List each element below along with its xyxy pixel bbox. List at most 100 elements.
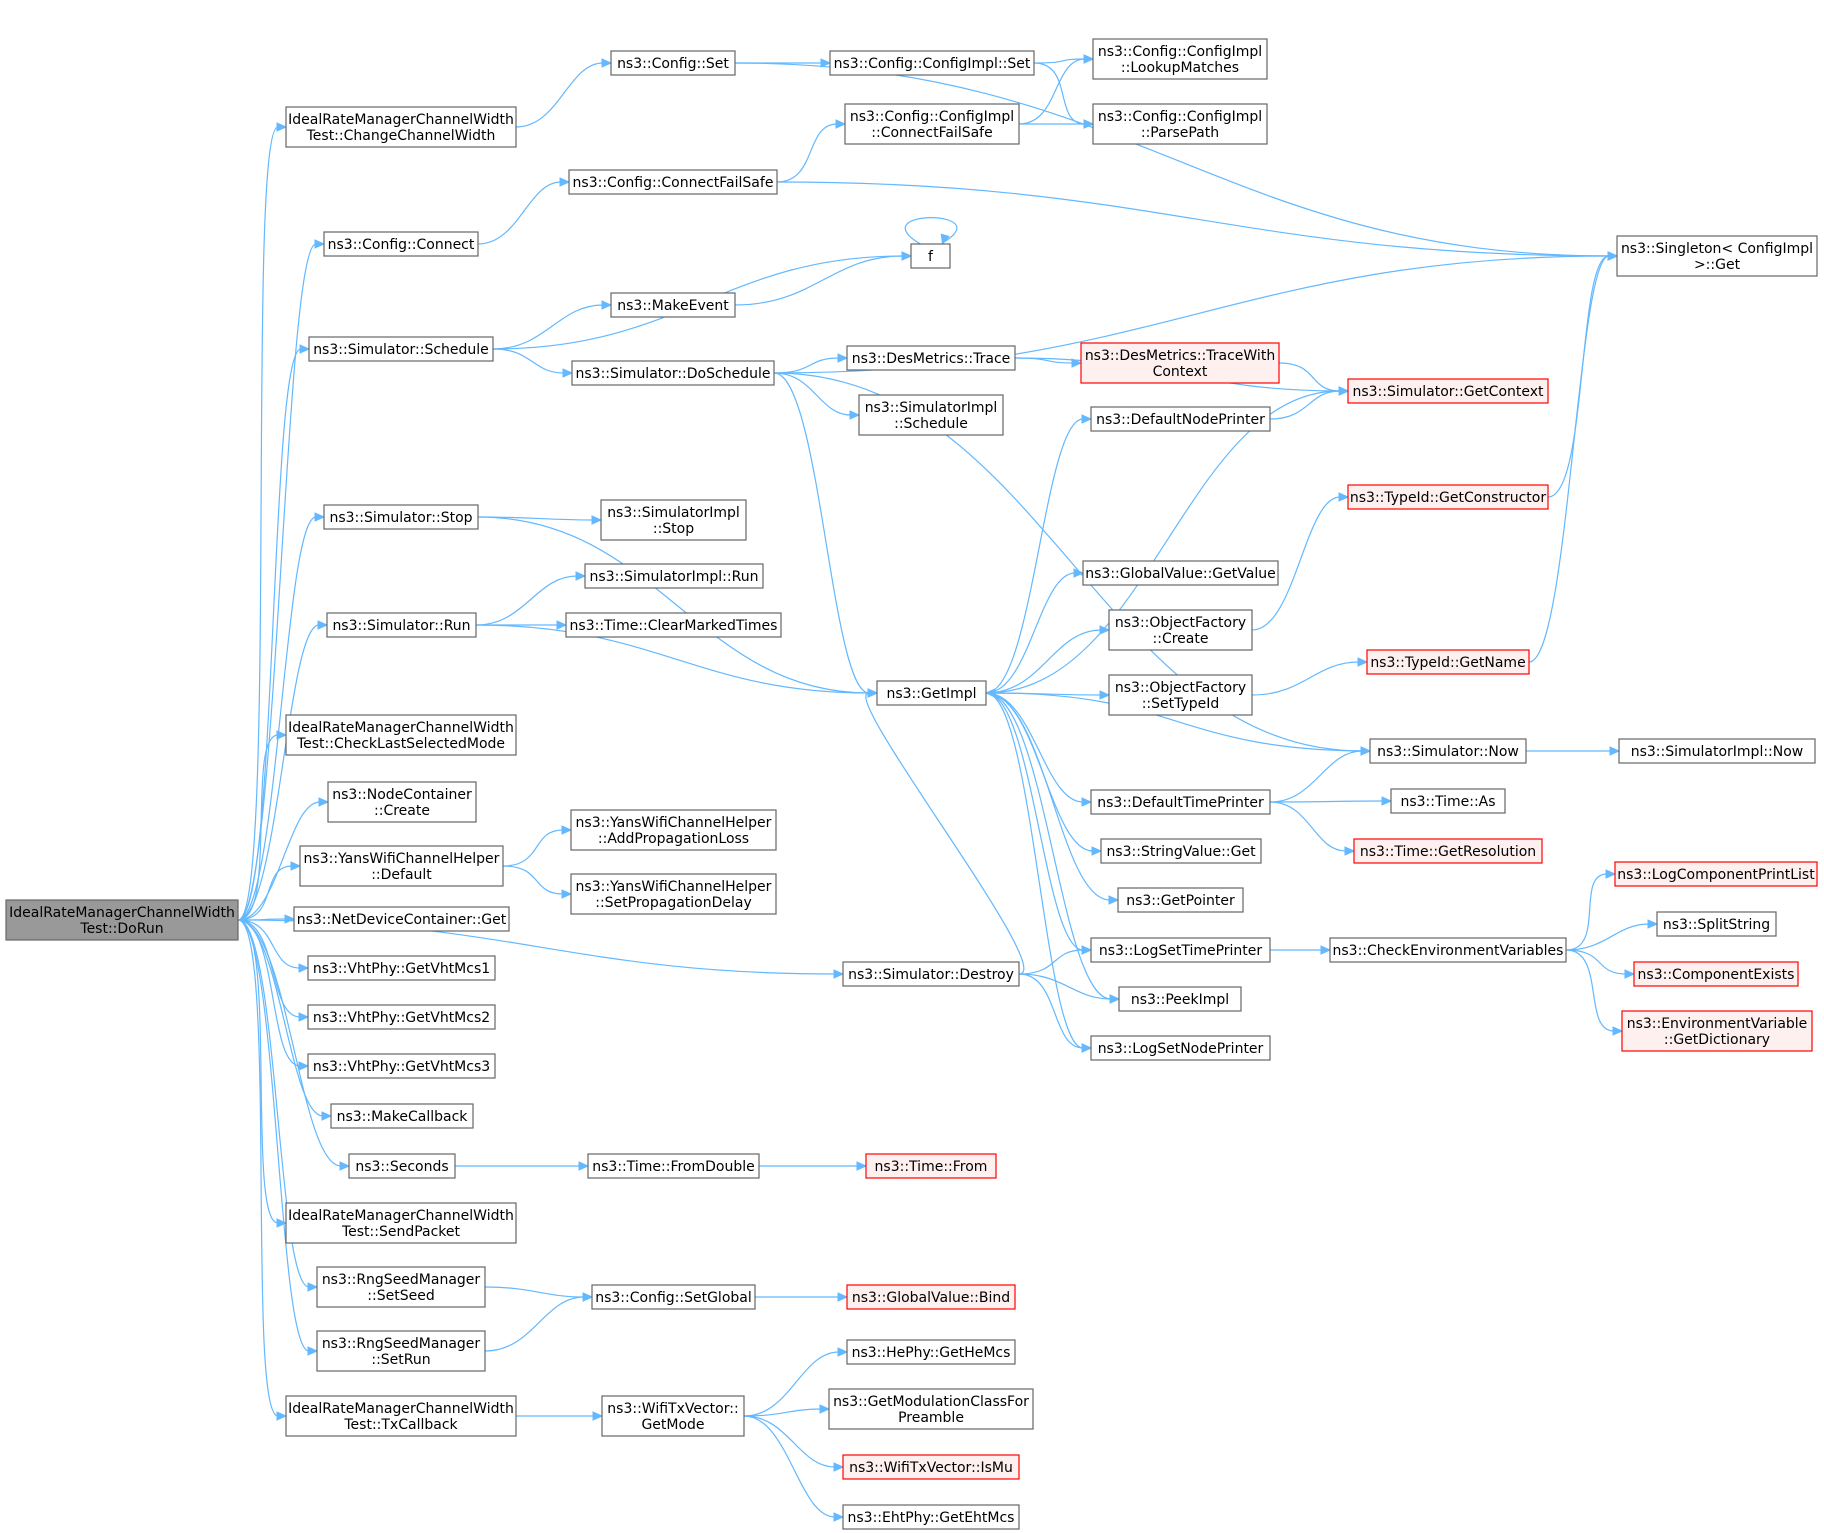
node-ncCreate[interactable]: ns3::NodeContainer::Create (327, 781, 477, 823)
node-getContext[interactable]: ns3::Simulator::GetContext (1347, 378, 1549, 404)
node-compExists[interactable]: ns3::ComponentExists (1633, 961, 1799, 987)
node-cfgConnect[interactable]: ns3::Config::Connect (323, 231, 479, 257)
node-gvGetValue[interactable]: ns3::GlobalValue::GetValue (1082, 560, 1279, 586)
node-logSetTime[interactable]: ns3::LogSetTimePrinter (1090, 937, 1271, 963)
node-yansAddProp[interactable]: ns3::YansWifiChannelHelper::AddPropagati… (570, 809, 777, 851)
node-box (846, 345, 1016, 371)
node-yansSetProp[interactable]: ns3::YansWifiChannelHelper::SetPropagati… (570, 873, 777, 915)
node-simNow[interactable]: ns3::Simulator::Now (1369, 738, 1527, 764)
node-gvBind[interactable]: ns3::GlobalValue::Bind (846, 1284, 1016, 1310)
node-ndcGet[interactable]: ns3::NetDeviceContainer::Get (293, 906, 510, 932)
node-label: ns3::Config::ConfigImpl (1098, 44, 1262, 60)
node-box (601, 1395, 745, 1437)
node-label: ::Stop (653, 521, 694, 537)
node-defNodePrinter[interactable]: ns3::DefaultNodePrinter (1090, 406, 1271, 432)
node-singleton[interactable]: ns3::Singleton< ConfigImpl >::Get (1616, 235, 1818, 277)
node-getName[interactable]: ns3::TypeId::GetName (1366, 649, 1530, 675)
node-cfgSetGlobal[interactable]: ns3::Config::SetGlobal (591, 1284, 756, 1310)
arrowhead (318, 797, 330, 807)
node-changeCW[interactable]: IdealRateManagerChannelWidthTest::Change… (285, 106, 517, 148)
node-simImplSchedule[interactable]: ns3::SimulatorImpl::Schedule (858, 394, 1004, 436)
edge-simStop-to-getImpl (477, 516, 870, 694)
node-peekImpl[interactable]: ns3::PeekImpl (1118, 986, 1242, 1012)
node-sendPacket[interactable]: IdealRateManagerChannelWidthTest::SendPa… (285, 1202, 517, 1244)
node-getCtor[interactable]: ns3::TypeId::GetConstructor (1347, 484, 1549, 510)
node-getMode[interactable]: ns3::WifiTxVector::GetMode (601, 1395, 745, 1437)
node-simSchedule[interactable]: ns3::Simulator::Schedule (308, 336, 494, 362)
node-checkEnv[interactable]: ns3::CheckEnvironmentVariables (1329, 937, 1567, 963)
arrowhead (1647, 919, 1659, 929)
edge-simDestroy-to-logSetTime (1018, 949, 1084, 975)
node-svGet[interactable]: ns3::StringValue::Get (1100, 838, 1262, 864)
node-parsePath[interactable]: ns3::Config::ConfigImpl::ParsePath (1092, 103, 1268, 145)
node-defTimePrinter[interactable]: ns3::DefaultTimePrinter (1090, 789, 1271, 815)
node-simImplStop[interactable]: ns3::SimulatorImpl::Stop (600, 499, 747, 541)
node-getRes[interactable]: ns3::Time::GetResolution (1353, 838, 1543, 864)
node-simRun[interactable]: ns3::Simulator::Run (326, 612, 477, 638)
node-clearMarked[interactable]: ns3::Time::ClearMarkedTimes (565, 612, 782, 638)
node-yansDefault[interactable]: ns3::YansWifiChannelHelper::Default (299, 845, 504, 887)
node-simDoSchedule[interactable]: ns3::Simulator::DoSchedule (571, 360, 775, 386)
node-setSeed[interactable]: ns3::RngSeedManager::SetSeed (316, 1266, 486, 1308)
node-logSetNode[interactable]: ns3::LogSetNodePrinter (1090, 1035, 1271, 1061)
node-label: ns3::GetModulationClassFor (833, 1394, 1029, 1410)
node-implConnectFS[interactable]: ns3::Config::ConfigImpl::ConnectFailSafe (844, 103, 1020, 145)
node-label: ns3::LogSetTimePrinter (1099, 943, 1263, 959)
node-splitString[interactable]: ns3::SplitString (1656, 911, 1777, 937)
node-isMu[interactable]: ns3::WifiTxVector::IsMu (842, 1454, 1020, 1480)
node-vht1[interactable]: ns3::VhtPhy::GetVhtMcs1 (307, 955, 496, 981)
node-checkLast[interactable]: IdealRateManagerChannelWidthTest::CheckL… (285, 714, 517, 756)
node-box (1118, 986, 1242, 1012)
node-makeEvent[interactable]: ns3::MakeEvent (610, 292, 736, 318)
edge-root-to-txCallback (237, 919, 279, 1417)
node-label: ::ConnectFailSafe (871, 125, 992, 141)
arrowhead (1605, 869, 1617, 879)
node-heMcs[interactable]: ns3::HePhy::GetHeMcs (846, 1339, 1016, 1365)
node-setRun[interactable]: ns3::RngSeedManager::SetRun (316, 1330, 486, 1372)
edge-simNow-to-getImpl (993, 692, 1371, 752)
node-label: ::Schedule (894, 416, 968, 432)
edge-cfgConnect-to-cfgConnectFS (477, 181, 562, 245)
node-timeFromDouble[interactable]: ns3::Time::FromDouble (587, 1153, 760, 1179)
node-cfgConnectFS[interactable]: ns3::Config::ConnectFailSafe (568, 169, 778, 195)
node-implSet[interactable]: ns3::Config::ConfigImpl::Set (829, 50, 1035, 76)
node-logCompList[interactable]: ns3::LogComponentPrintList (1614, 861, 1818, 887)
node-getPointer[interactable]: ns3::GetPointer (1117, 887, 1244, 913)
node-vht3[interactable]: ns3::VhtPhy::GetVhtMcs3 (307, 1053, 496, 1079)
node-simImplRun[interactable]: ns3::SimulatorImpl::Run (584, 563, 764, 589)
node-ehtMcs[interactable]: ns3::EhtPhy::GetEhtMcs (842, 1504, 1020, 1530)
node-timeFrom[interactable]: ns3::Time::From (865, 1153, 997, 1179)
edge-root-to-vht2 (237, 919, 301, 1018)
edge-f-to-f (904, 217, 958, 245)
node-ofCreate[interactable]: ns3::ObjectFactory::Create (1108, 609, 1253, 651)
node-desTrace[interactable]: ns3::DesMetrics::Trace (846, 345, 1016, 371)
node-label: ns3::Seconds (355, 1159, 448, 1175)
arrowhead (317, 620, 329, 630)
node-label: ns3::LogSetNodePrinter (1098, 1041, 1264, 1057)
arrowhead (833, 1512, 845, 1522)
node-seconds[interactable]: ns3::Seconds (348, 1153, 456, 1179)
node-simImplNow[interactable]: ns3::SimulatorImpl::Now (1618, 738, 1816, 764)
node-box (600, 499, 747, 541)
node-txCallback[interactable]: IdealRateManagerChannelWidthTest::TxCall… (285, 1395, 517, 1437)
node-vht2[interactable]: ns3::VhtPhy::GetVhtMcs2 (307, 1004, 496, 1030)
node-box (1616, 235, 1818, 277)
arrowhead (298, 963, 310, 973)
node-cfgSet[interactable]: ns3::Config::Set (610, 50, 736, 76)
node-makeCallback[interactable]: ns3::MakeCallback (330, 1103, 474, 1129)
node-timeAs[interactable]: ns3::Time::As (1390, 788, 1506, 814)
node-label: ns3::CheckEnvironmentVariables (1333, 943, 1564, 959)
node-simDestroy[interactable]: ns3::Simulator::Destroy (842, 961, 1020, 987)
node-lookup[interactable]: ns3::Config::ConfigImpl::LookupMatches (1092, 38, 1268, 80)
node-envDict[interactable]: ns3::EnvironmentVariable::GetDictionary (1621, 1010, 1813, 1052)
node-ofSetTypeId[interactable]: ns3::ObjectFactory::SetTypeId (1108, 674, 1253, 716)
arrowhead (1360, 746, 1372, 756)
node-label: ns3::HePhy::GetHeMcs (852, 1345, 1011, 1361)
node-simStop[interactable]: ns3::Simulator::Stop (323, 504, 479, 530)
edge-simRun-to-getImpl (475, 624, 870, 694)
node-f[interactable]: f (910, 243, 951, 269)
node-getImpl[interactable]: ns3::GetImpl (876, 680, 987, 706)
